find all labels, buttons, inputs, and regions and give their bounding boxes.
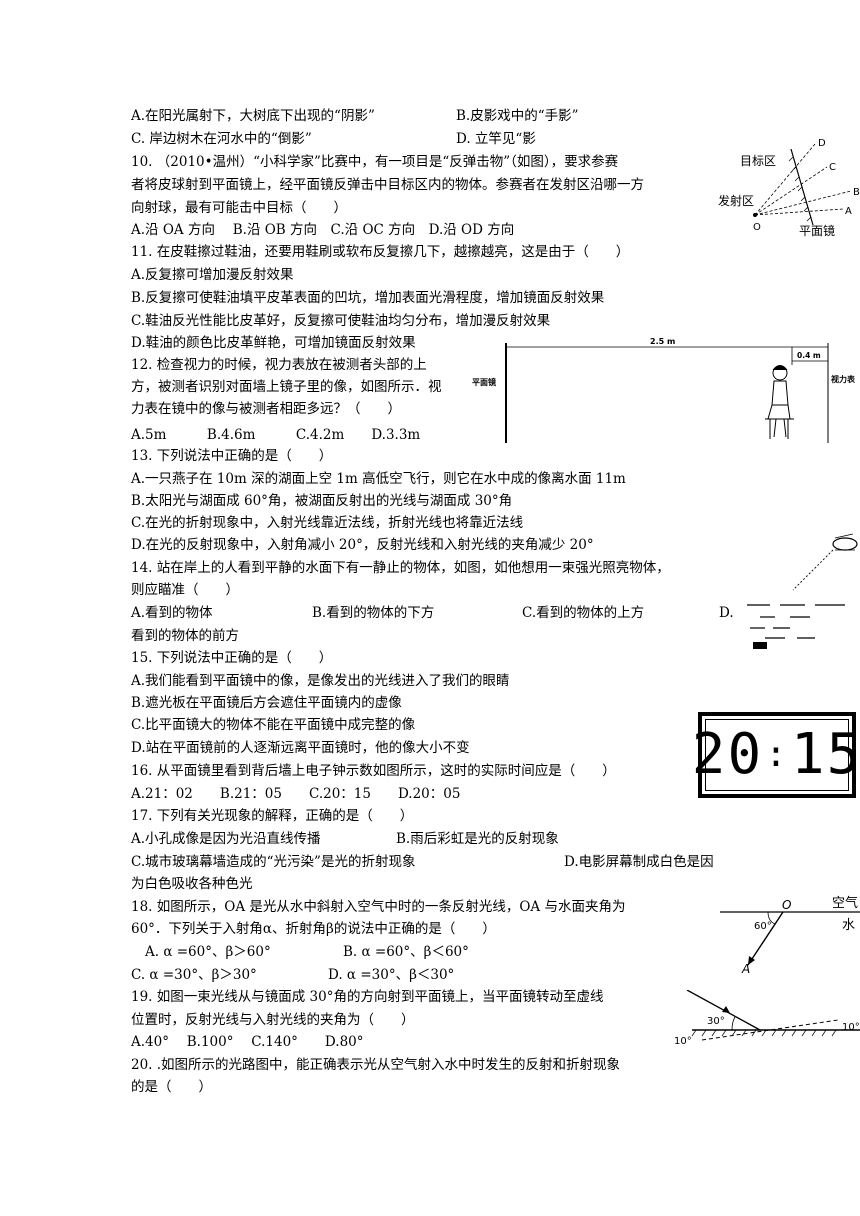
- clock-digit-3: 1: [790, 722, 827, 787]
- q17-stem: 17. 下列有关光现象的解释，正确的是（ ）: [131, 808, 414, 824]
- figure-q12-eye-chart: 2.5 m 0.4 m 平面镜 视力表: [472, 337, 856, 443]
- q14-option-b: B.看到的物体的下方: [312, 605, 435, 621]
- label-distance-2-5m: 2.5 m: [650, 337, 675, 346]
- seated-person-icon: [765, 365, 794, 439]
- q20-line2: 的是（ ）: [131, 1079, 212, 1095]
- q17-option-d-cont: 为白色吸收各种色光: [131, 876, 253, 892]
- q12-line3: 力表在镜中的像与被测者相距多远？（ ）: [131, 401, 401, 417]
- q14-line2: 则应瞄准（ ）: [131, 582, 239, 598]
- q15-option-c: C.比平面镜大的物体不能在平面镜中成完整的像: [131, 717, 416, 733]
- q11-option-b: B.反复擦可使鞋油填平皮革表面的凹坑，增加表面光滑程度，增加镜面反射效果: [131, 290, 605, 306]
- q17-option-b: B.雨后彩虹是光的反射现象: [396, 831, 559, 847]
- submerged-object: [753, 642, 767, 649]
- q18-option-d: D. α =30°、β＜30°: [328, 967, 455, 983]
- q12-line2: 方，被测者识别对面墙上镜子里的像，如图所示．视: [131, 379, 442, 395]
- clock-digit-4: 5: [826, 722, 860, 787]
- q18-option-c: C. α =30°、β＞30°: [131, 967, 257, 983]
- q12-line1: 12. 检查视力的时候，视力表放在被测者头部的上: [131, 357, 427, 373]
- line-option-a: A.在阳光属射下，大树底下出现的“阴影”: [131, 108, 375, 124]
- clock-colon: :: [765, 734, 789, 775]
- label-d: D: [818, 138, 826, 149]
- label-air: 空气: [832, 895, 858, 911]
- q20-line1: 20. .如图所示的光路图中，能正确表示光从空气射入水中时发生的反射和折射现象: [131, 1057, 621, 1073]
- q14-line1: 14. 站在岸上的人看到平静的水面下有一静止的物体，如图，如他想用一束强光照亮物…: [131, 560, 670, 576]
- label-distance-0-4m: 0.4 m: [797, 351, 821, 360]
- digital-clock-display: 2 0 : 1 5: [692, 712, 860, 798]
- q10-line3: 向射球，最有可能击中目标（ ）: [131, 200, 347, 216]
- label-angle-10-left: 10°: [674, 1036, 692, 1047]
- q11-option-c: C.鞋油反光性能比皮革好，反复擦可使鞋油均匀分布，增加漫反射效果: [131, 313, 551, 329]
- figure-q18-refraction: O 空气 水 60° A: [720, 895, 860, 975]
- q10-line1: 10. （2010•温州）“小科学家”比赛中，有一项目是“反弹击物”（如图），要…: [131, 154, 619, 170]
- figure-q14-water: [747, 533, 858, 649]
- line-option-d: D. 立竿见“影: [456, 131, 536, 147]
- label-point-o: O: [782, 898, 791, 912]
- label-angle-10-right: 10°: [842, 1022, 860, 1033]
- q19-options: A.40° B.100° C.140° D.80°: [131, 1034, 364, 1050]
- q13-option-c: C.在光的折射现象中，入射光线靠近法线，折射光线也将靠近法线: [131, 515, 524, 531]
- clock-digit-2: 0: [727, 722, 764, 787]
- q13-option-d: D.在光的反射现象中，入射角减小 20°，反射光线和入射光线的夹角减少 20°: [131, 537, 594, 553]
- line-option-c: C. 岸边树木在河水中的“倒影”: [131, 131, 312, 147]
- label-point-a: A: [741, 962, 750, 975]
- label-angle-30: 30°: [707, 1016, 725, 1027]
- q14-option-c: C.看到的物体的上方: [522, 605, 645, 621]
- label-eye-chart: 视力表: [831, 374, 856, 384]
- label-water: 水: [842, 918, 855, 933]
- q17-option-a: A.小孔成像是因为光沿直线传播: [131, 831, 321, 847]
- q19-line1: 19. 如图一束光线从与镜面成 30°角的方向射到平面镜上，当平面镜转动至虚线: [131, 989, 604, 1005]
- q15-option-d: D.站在平面镜前的人逐渐远离平面镜时，他的像大小不变: [131, 740, 470, 756]
- q13-stem: 13. 下列说法中正确的是（ ）: [131, 448, 333, 464]
- label-launch-zone: 发射区: [718, 193, 754, 208]
- q11-option-d: D.鞋油的颜色比皮革鲜艳，可增加镜面反射效果: [131, 335, 416, 351]
- q14-option-d: D.: [719, 605, 734, 621]
- clock-digit-1: 2: [691, 722, 728, 787]
- label-b: B: [853, 187, 860, 198]
- label-mirror: 平面镜: [799, 223, 835, 238]
- q18-option-a: A. α =60°、β＞60°: [145, 944, 271, 960]
- q15-option-b: B.遮光板在平面镜后方会遮住平面镜内的虚像: [131, 695, 402, 711]
- label-a: A: [845, 206, 852, 217]
- q11-stem: 11. 在皮鞋擦过鞋油，还要用鞋刷或软布反复擦几下，越擦越亮，这是由于（ ）: [131, 244, 630, 260]
- q19-line2: 位置时，反射光线与入射光线的夹角为（ ）: [131, 1012, 415, 1028]
- figure-q19-rotating-mirror: 30° 10° 10°: [674, 990, 860, 1047]
- q10-options: A.沿 OA 方向 B.沿 OB 方向 C.沿 OC 方向 D.沿 OD 方向: [131, 222, 515, 238]
- q16-options: A.21：02 B.21：05 C.20：15 D.20：05: [131, 786, 461, 802]
- line-option-b: B.皮影戏中的“手影”: [456, 108, 579, 124]
- q18-line1: 18. 如图所示，OA 是光从水中斜射入空气中时的一条反射光线，OA 与水面夹角…: [131, 899, 626, 915]
- q15-option-a: A.我们能看到平面镜中的像，是像发出的光线进入了我们的眼睛: [131, 673, 510, 689]
- q15-stem: 15. 下列说法中正确的是（ ）: [131, 650, 333, 666]
- q12-options: A.5m B.4.6m C.4.2m D.3.3m: [131, 427, 421, 443]
- label-plane-mirror: 平面镜: [472, 377, 496, 387]
- q14-option-d-cont: 看到的物体的前方: [131, 628, 239, 644]
- q14-option-a: A.看到的物体: [131, 605, 213, 621]
- q13-option-a: A.一只燕子在 10m 深的湖面上空 1m 高低空飞行，则它在水中成的像离水面 …: [131, 471, 626, 487]
- label-c: C: [829, 162, 836, 173]
- q10-line2: 者将皮球射到平面镜上，经平面镜反弹击中目标区内的物体。参赛者在发射区沿哪一方: [131, 177, 644, 193]
- q11-option-a: A.反复擦可增加漫反射效果: [131, 267, 294, 283]
- flashlight-icon: [832, 533, 858, 551]
- q18-line2: 60°．下列关于入射角α、折射角β的说法中正确的是（ ）: [131, 921, 496, 937]
- figure-q10-reflection: 目标区 发射区 平面镜 O A B C D: [718, 138, 860, 238]
- q18-option-b: B. α =60°、β＜60°: [343, 944, 469, 960]
- q13-option-b: B.太阳光与湖面成 60°角，被湖面反射出的光线与湖面成 30°角: [131, 493, 513, 509]
- label-angle-60: 60°: [754, 921, 772, 932]
- label-target-zone: 目标区: [740, 154, 776, 168]
- label-o: O: [753, 222, 761, 233]
- q17-option-d: D.电影屏幕制成白色是因: [564, 854, 714, 870]
- q17-option-c: C.城市玻璃幕墙造成的“光污染”是光的折射现象: [131, 854, 416, 870]
- q16-stem: 16. 从平面镜里看到背后墙上电子钟示数如图所示，这时的实际时间应是（ ）: [131, 763, 616, 779]
